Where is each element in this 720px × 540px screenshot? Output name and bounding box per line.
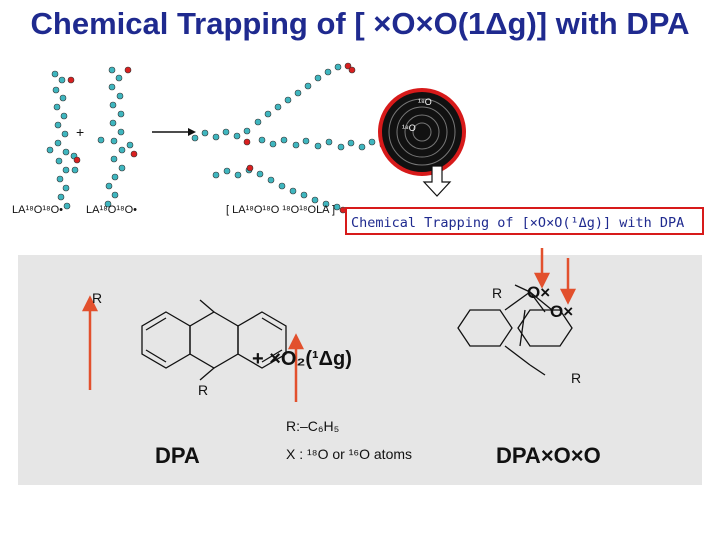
- caption-box: Chemical Trapping of [×O×O(¹Δg)] with DP…: [345, 207, 704, 235]
- plus-sign: +: [76, 124, 85, 140]
- note-r-group: R:–C₆H₅: [286, 418, 340, 434]
- label-la-peroxyl-1: LA¹⁸O¹⁸O•: [12, 204, 64, 216]
- target-label-o1: ¹⁸O: [418, 97, 432, 107]
- molecule-chain-tetroxide: [191, 62, 387, 214]
- product-ox-1: O×: [527, 283, 551, 302]
- dpa-r-bottom: R: [198, 382, 209, 398]
- dpa-structure: [141, 299, 287, 381]
- label-dpa-product: DPA×O×O: [496, 443, 601, 468]
- label-tetroxide: [ LA¹⁸O¹⁸O ¹⁸O¹⁸OLA ]: [226, 204, 336, 216]
- highlight-arrows: [81, 248, 577, 402]
- down-arrow-icon: [422, 165, 452, 197]
- target-label-o2: ¹⁸O: [402, 123, 416, 133]
- molecular-structures-illustration: [46, 62, 466, 214]
- molecule-chain-2: [97, 66, 138, 208]
- product-r-top: R: [492, 285, 503, 301]
- note-x-atoms: X : ¹⁸O or ¹⁶O atoms: [286, 446, 413, 462]
- slide-title: Chemical Trapping of [ ×O×O(1Δg)] with D…: [30, 6, 690, 41]
- dpa-r-top: R: [92, 290, 103, 306]
- molecule-chain-1: [46, 70, 81, 210]
- product-r-bottom: R: [571, 370, 582, 386]
- target-disc-graphic: [378, 88, 466, 176]
- dpa-reaction-scheme: [81, 248, 577, 402]
- label-dpa: DPA: [155, 443, 200, 468]
- singlet-oxygen-reagent: + ×O₂(¹Δg): [252, 348, 352, 370]
- product-ox-2: O×: [550, 302, 574, 321]
- reaction-scheme-panel: [18, 255, 702, 485]
- product-structure: [457, 284, 573, 376]
- label-la-peroxyl-2: LA¹⁸O¹⁸O•: [86, 204, 138, 216]
